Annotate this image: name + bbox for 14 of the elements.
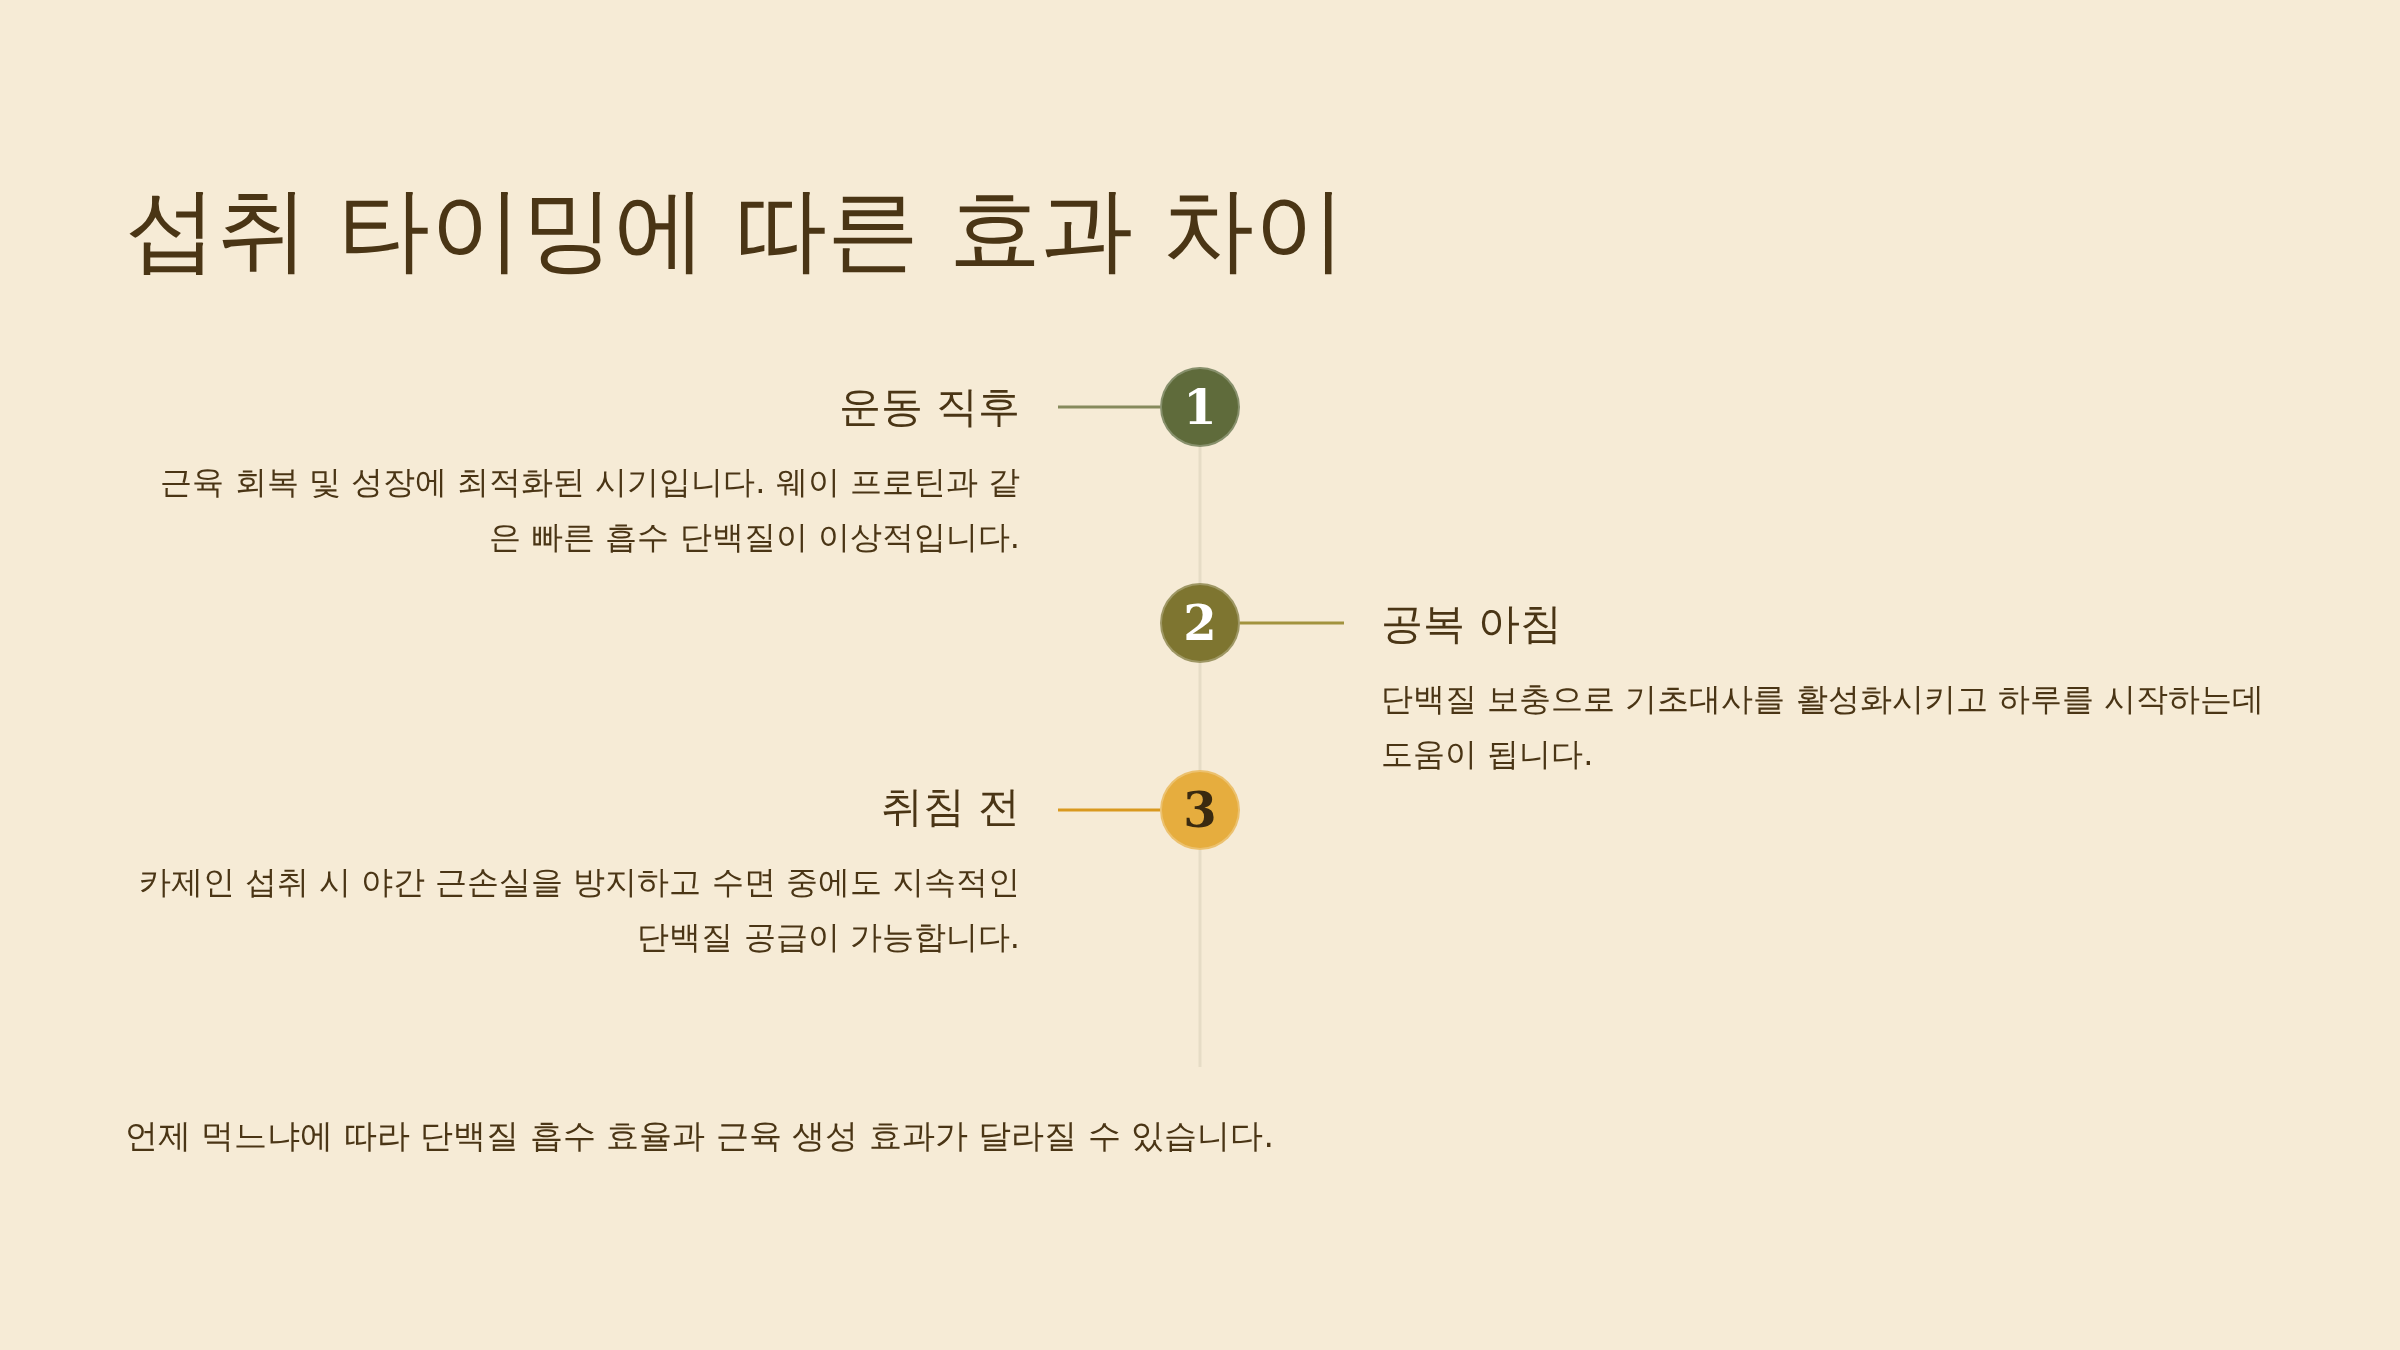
step-heading: 운동 직후 xyxy=(838,381,1020,433)
step-description: 단백질 보충으로 기초대사를 활성화시키고 하루를 시작하는데 도움이 됩니다. xyxy=(1381,679,2265,775)
step-description: 카제인 섭취 시 야간 근손실을 방지하고 수면 중에도 지속적인 단백질 공급이 가능합니다. xyxy=(137,862,1020,958)
title: 섭취 타이밍에 따른 효과 차이 xyxy=(125,175,1346,285)
connector-line xyxy=(1058,808,1160,812)
step-heading: 취침 전 xyxy=(880,781,1020,833)
connector-line xyxy=(1240,621,1344,625)
step-number-circle: 3 xyxy=(1160,770,1240,850)
connector-line xyxy=(1058,405,1160,409)
step-description: 근육 회복 및 성장에 최적화된 시기입니다. 웨이 프로틴과 같은 빠른 흡수 단백질이 이상적입니다. xyxy=(159,462,1020,558)
step-number-circle: 1 xyxy=(1160,367,1240,447)
step-number-circle: 2 xyxy=(1160,583,1240,663)
summary-note: 언제 먹느냐에 따라 단백질 흡수 효율과 근육 생성 효과가 달라질 수 있습니다. xyxy=(125,1115,1274,1157)
step-heading: 공복 아침 xyxy=(1381,598,1563,650)
